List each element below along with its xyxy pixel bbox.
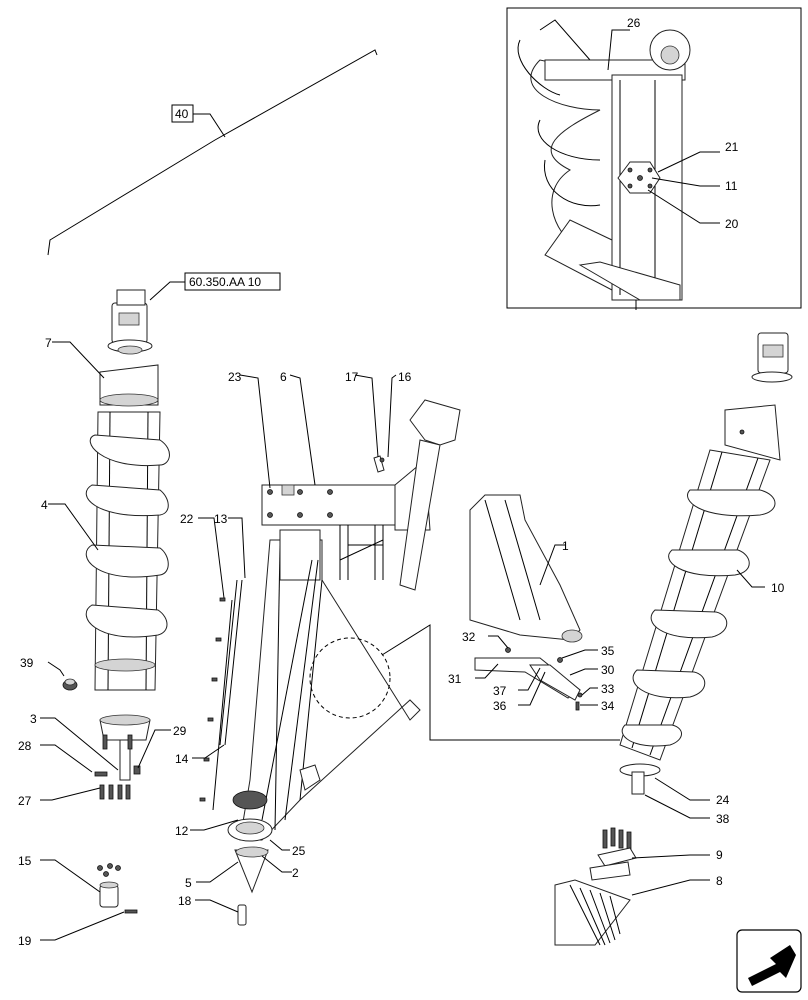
callout-5: 5 <box>185 876 192 890</box>
callout-8: 8 <box>716 874 723 888</box>
center-leaders <box>190 374 620 913</box>
callout-19: 19 <box>18 934 32 948</box>
right-auger-leaders <box>631 569 765 896</box>
callout-38: 38 <box>716 812 730 826</box>
callout-31: 31 <box>448 672 462 686</box>
left-leaders <box>40 341 171 941</box>
callout-39: 39 <box>20 656 34 670</box>
callout-29: 29 <box>173 724 187 738</box>
callout-35: 35 <box>601 644 615 658</box>
callout-37: 37 <box>493 684 507 698</box>
right-housing-leaders <box>475 544 598 706</box>
callout-14: 14 <box>175 752 189 766</box>
callout-2: 2 <box>292 866 299 880</box>
callout-30: 30 <box>601 663 615 677</box>
callout-23: 23 <box>228 370 242 384</box>
callout-3: 3 <box>30 712 37 726</box>
callout-13: 13 <box>214 512 228 526</box>
callout-36: 36 <box>493 699 507 713</box>
callout-34: 34 <box>601 699 615 713</box>
assembly-reference <box>47 49 378 256</box>
callout-17: 17 <box>345 370 359 384</box>
ref-60-350: 60.350.AA 10 <box>189 275 261 289</box>
callout-15: 15 <box>18 854 32 868</box>
callout-18: 18 <box>178 894 192 908</box>
arrow-down-left-icon[interactable] <box>736 929 802 993</box>
callout-10: 10 <box>771 581 785 595</box>
callout-16: 16 <box>398 370 412 384</box>
callout-24: 24 <box>716 793 730 807</box>
callout-21: 21 <box>725 140 739 154</box>
center-frame <box>199 399 461 926</box>
callout-26: 26 <box>627 16 641 30</box>
callout-11: 11 <box>725 179 738 193</box>
callout-22: 22 <box>180 512 194 526</box>
callout-25: 25 <box>292 844 306 858</box>
callout-33: 33 <box>601 682 615 696</box>
callout-6: 6 <box>280 370 287 384</box>
callout-12: 12 <box>175 824 189 838</box>
callout-27: 27 <box>18 794 32 808</box>
callout-32: 32 <box>462 630 476 644</box>
left-auger <box>62 289 170 914</box>
subassembly-reference <box>149 272 281 301</box>
right-housing <box>469 494 583 711</box>
callout-4: 4 <box>41 498 48 512</box>
ref-box-40 <box>171 104 194 123</box>
right-auger <box>554 332 793 946</box>
detail-inset <box>506 7 802 310</box>
callout-7: 7 <box>45 336 52 350</box>
callout-20: 20 <box>725 217 739 231</box>
callout-28: 28 <box>18 739 32 753</box>
ref-40: 40 <box>175 107 189 121</box>
callout-9: 9 <box>716 848 723 862</box>
callout-1: 1 <box>562 539 569 553</box>
